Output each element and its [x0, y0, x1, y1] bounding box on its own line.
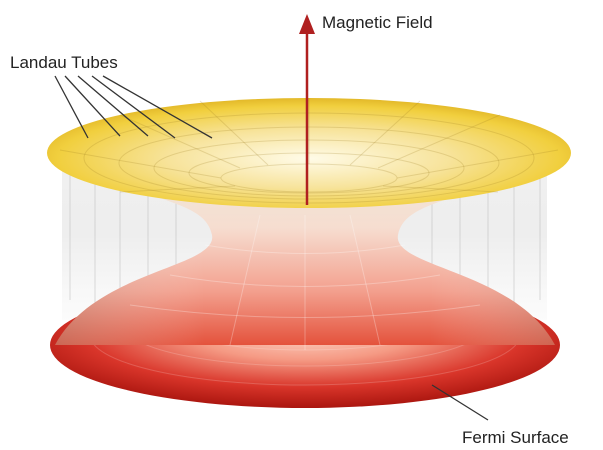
landau-tubes-leader-lines	[54, 75, 213, 139]
fermi-surface-leader-line	[431, 384, 489, 421]
magnetic-field-arrow	[299, 14, 315, 205]
fermi-surface-label: Fermi Surface	[462, 428, 569, 447]
landau-tubes-label: Landau Tubes	[10, 53, 118, 72]
fermi-surface-top-rim	[47, 98, 571, 208]
magnetic-field-label: Magnetic Field	[322, 13, 433, 32]
